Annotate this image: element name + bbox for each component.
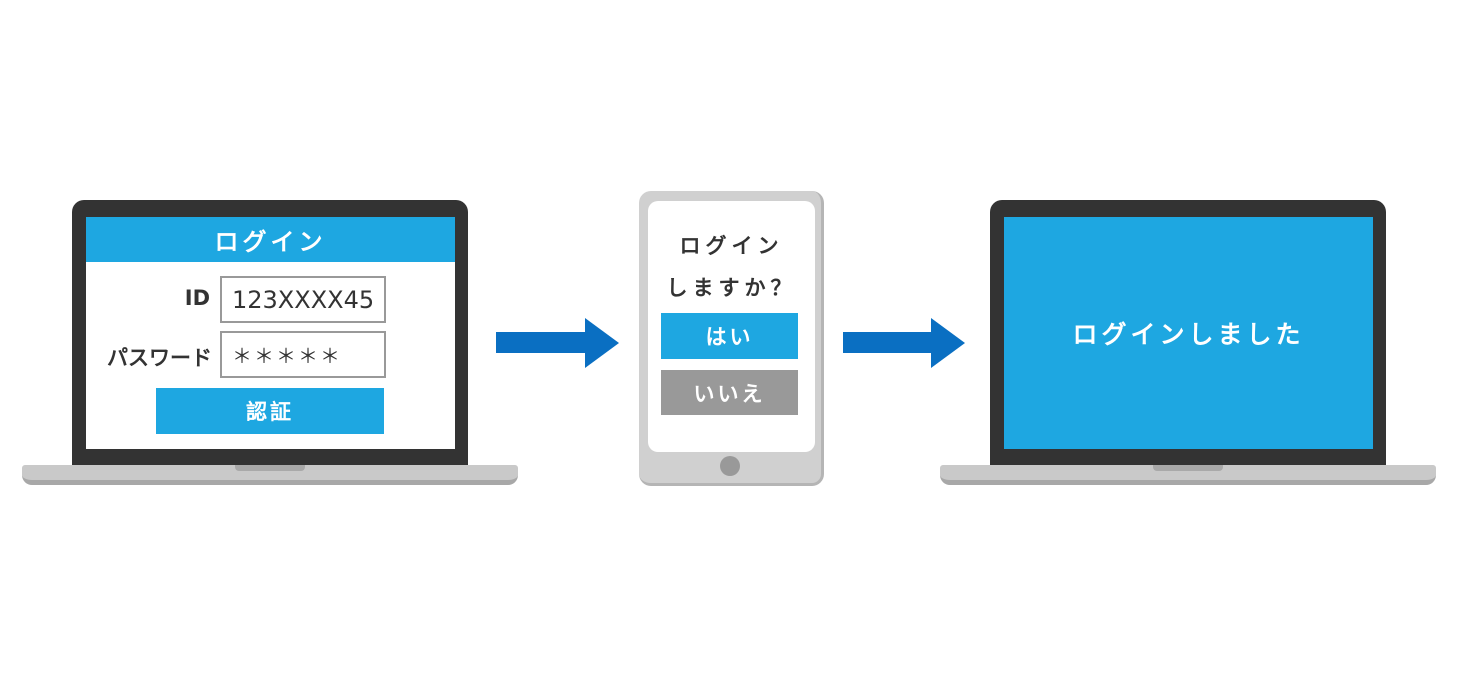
left-laptop-notch: [235, 465, 305, 471]
arrow-right-icon: [931, 318, 965, 368]
id-input[interactable]: 123XXXX45: [220, 276, 386, 323]
yes-button[interactable]: はい: [661, 313, 798, 359]
left-laptop-base: [22, 465, 518, 485]
home-button[interactable]: [720, 456, 740, 476]
no-button[interactable]: いいえ: [661, 370, 798, 415]
prompt-line-2: しますか？: [666, 276, 797, 300]
login-header: ログイン: [86, 217, 455, 262]
auth-button[interactable]: 認証: [156, 388, 384, 434]
arrow-shaft-2: [843, 332, 933, 353]
right-laptop-notch: [1153, 465, 1223, 471]
password-input[interactable]: ＊＊＊＊＊: [220, 331, 386, 378]
arrow-shaft-1: [496, 332, 586, 353]
password-label: パスワード: [107, 346, 212, 370]
prompt-line-1: ログイン: [679, 234, 784, 258]
id-label: ID: [184, 286, 210, 310]
right-laptop-base: [940, 465, 1436, 485]
arrow-right-icon: [585, 318, 619, 368]
success-message: ログインしました: [1004, 217, 1373, 449]
